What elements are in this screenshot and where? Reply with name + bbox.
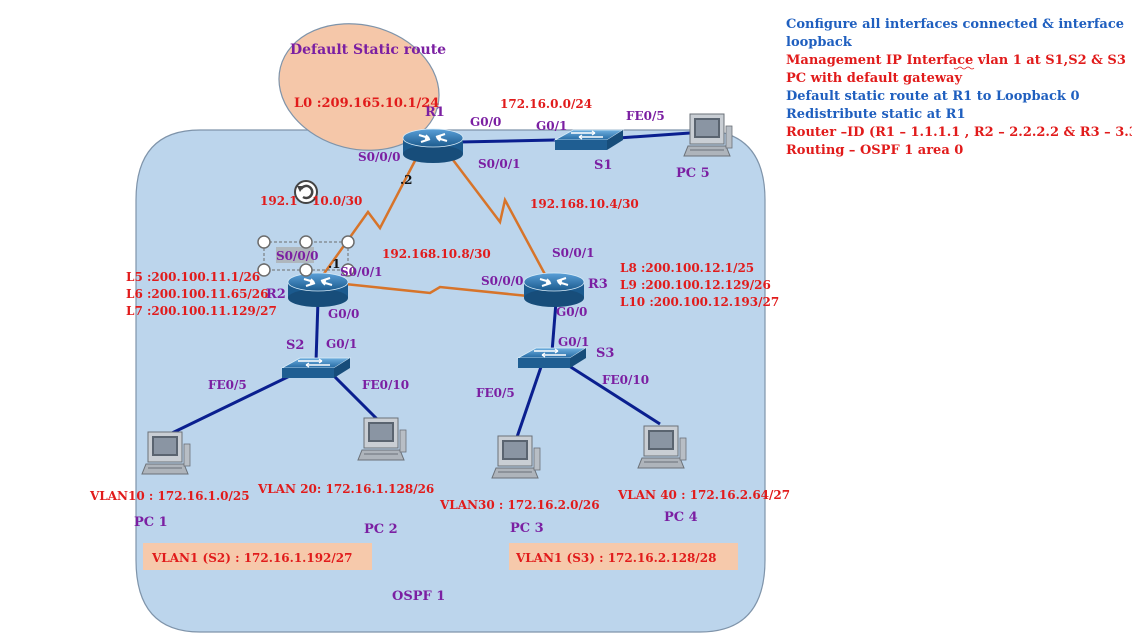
link-s2-pc1: [169, 370, 299, 436]
task-note-2: loopback: [786, 35, 853, 50]
s2-fe010-label: FE0/10: [362, 378, 409, 392]
s2-name: S2: [286, 338, 304, 353]
vlan1-s3-label: VLAN1 (S3) : 172.16.2.128/28: [515, 551, 716, 565]
r2-loopback-l7: L7 :200.100.11.129/27: [126, 304, 277, 318]
r2-g00-label: G0/0: [328, 307, 359, 321]
router-icon: [523, 272, 585, 308]
loopback-title: Default Static route: [290, 42, 446, 58]
task-note-4: PC with default gateway: [786, 71, 962, 86]
task-note-5: Default static route at R1 to Loopback 0: [786, 89, 1080, 104]
link-r1-r2-serial: [316, 154, 420, 283]
s3-fe05-label: FE0/5: [476, 386, 515, 400]
spellcheck-squiggle: [953, 66, 975, 70]
link-r2-r3-serial: [344, 282, 529, 298]
pc3-name: PC 3: [510, 521, 544, 536]
network-r2-r3-label: 192.168.10.8/30: [382, 247, 491, 261]
vlan1-s2-box: [143, 543, 372, 570]
device-r2[interactable]: [287, 272, 349, 308]
r3-s001-label: S0/0/1: [552, 246, 594, 260]
vlan40-label: VLAN 40 : 172.16.2.64/27: [617, 488, 790, 502]
link-r2-s2: [314, 299, 320, 363]
r1-dot2-label: .2: [400, 173, 413, 187]
ospf-area-label: OSPF 1: [392, 589, 445, 604]
s2-g01-label: G0/1: [326, 337, 357, 351]
r3-g00-label: G0/0: [556, 305, 587, 319]
network-r1-r2-label-tail: 10.0/30: [312, 194, 362, 208]
task-notes: Configure all interfaces connected & int…: [786, 17, 1132, 158]
s3-g01-label: G0/1: [558, 335, 589, 349]
task-note-6: Redistribute static at R1: [786, 107, 966, 122]
pc1-name: PC 1: [134, 515, 168, 530]
r1-s001-label: S0/0/1: [478, 157, 520, 171]
rotate-handle-icon[interactable]: [294, 180, 318, 204]
r2-s000-label: S0/0/0: [276, 249, 318, 263]
device-r1[interactable]: [402, 128, 464, 164]
router-icon: [402, 128, 464, 164]
r1-name: R1: [425, 105, 445, 120]
link-r1-s1: [459, 138, 556, 144]
task-note-3: Management IP Interface vlan 1 at S1,S2 …: [786, 53, 1126, 68]
r1-s000-label: S0/0/0: [358, 150, 400, 164]
link-s2-pc2: [328, 370, 380, 422]
pc5-name: PC 5: [676, 166, 710, 181]
task-note-8: Routing – OSPF 1 area 0: [786, 143, 963, 158]
s1-fe05-label: FE0/5: [626, 109, 665, 123]
r2-loopback-l5: L5 :200.100.11.1/26: [126, 270, 260, 284]
selection-handles[interactable]: [257, 235, 355, 277]
vlan1-s3-box: [509, 543, 738, 570]
loopback-l0-label: L0 :209.165.10.1/24: [294, 96, 439, 111]
r3-loopback-l10: L10 :200.100.12.193/27: [620, 295, 779, 309]
r2-loopback-l6: L6 :200.100.11.65/26: [126, 287, 269, 301]
s3-fe010-label: FE0/10: [602, 373, 649, 387]
link-r1-r3-serial: [446, 151, 550, 281]
network-r1-r2-label: 192.1: [260, 194, 298, 208]
vlan30-label: VLAN30 : 172.16.2.0/26: [439, 498, 600, 512]
link-s3-pc4: [565, 362, 661, 426]
s3-name: S3: [596, 346, 614, 361]
link-r3-s3: [550, 301, 558, 353]
s2-fe05-label: FE0/5: [208, 378, 247, 392]
device-r3[interactable]: [523, 272, 585, 308]
task-note-1: Configure all interfaces connected & int…: [786, 17, 1124, 32]
r2-s001-label: S0/0/1: [340, 265, 382, 279]
vlan10-label: VLAN10 : 172.16.1.0/25: [89, 489, 250, 503]
s1-name: S1: [594, 158, 612, 173]
vlan20-label: VLAN 20: 172.16.1.128/26: [257, 482, 434, 496]
r1-g00-label: G0/0: [470, 115, 501, 129]
router-icon: [287, 272, 349, 308]
default-static-route-ellipse: [278, 23, 440, 151]
vlan1-s2-label: VLAN1 (S2) : 172.16.1.192/27: [151, 551, 352, 565]
r3-name: R3: [588, 277, 608, 292]
r3-loopback-l8: L8 :200.100.12.1/25: [620, 261, 754, 275]
links: [169, 131, 691, 441]
network-r1-r3-label: 192.168.10.4/30: [530, 197, 639, 211]
r3-loopback-l9: L9 :200.100.12.129/26: [620, 278, 771, 292]
pc4-name: PC 4: [664, 510, 698, 525]
pc2-name: PC 2: [364, 522, 398, 537]
r2-name: R2: [266, 287, 286, 302]
link-s3-pc3: [514, 363, 544, 441]
r2-dot1-label: .1: [328, 257, 341, 271]
s1-g01-label: G0/1: [536, 119, 567, 133]
r3-s000-label: S0/0/0: [481, 274, 523, 288]
task-note-7: Router –ID (R1 – 1.1.1.1 , R2 – 2.2.2.2 …: [786, 125, 1132, 140]
network-r1-s1-label: 172.16.0.0/24: [500, 97, 592, 111]
